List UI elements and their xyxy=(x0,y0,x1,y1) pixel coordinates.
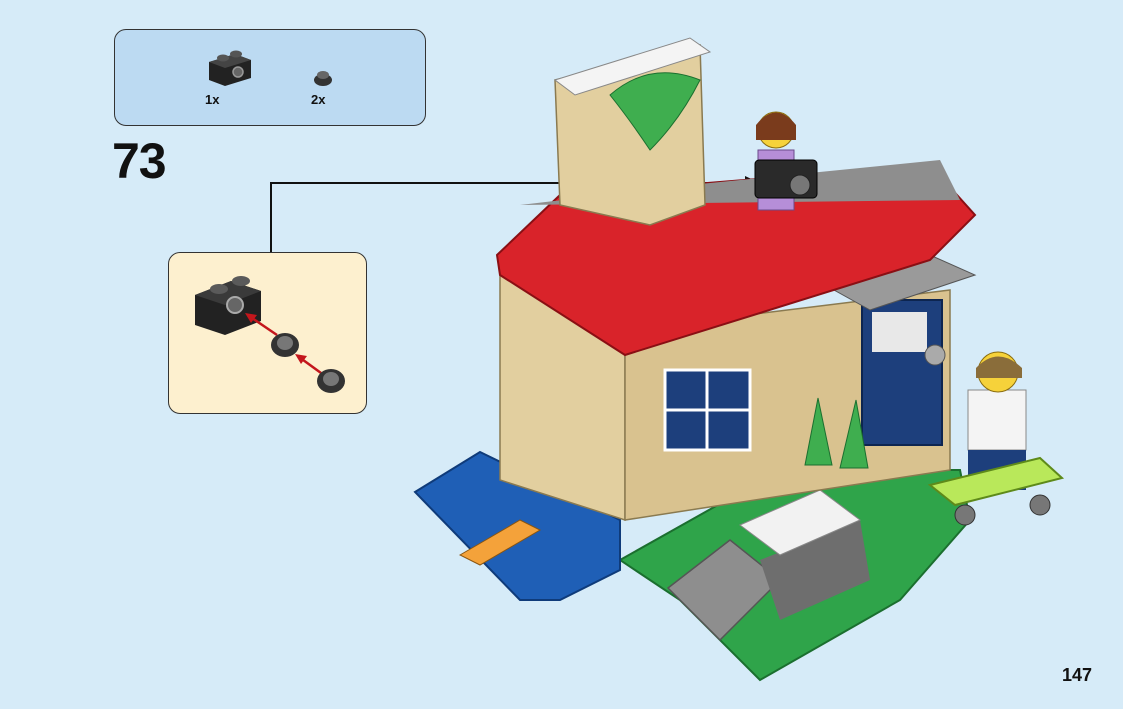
boy-minifig-torso xyxy=(968,390,1026,450)
page-number: 147 xyxy=(1062,665,1092,686)
